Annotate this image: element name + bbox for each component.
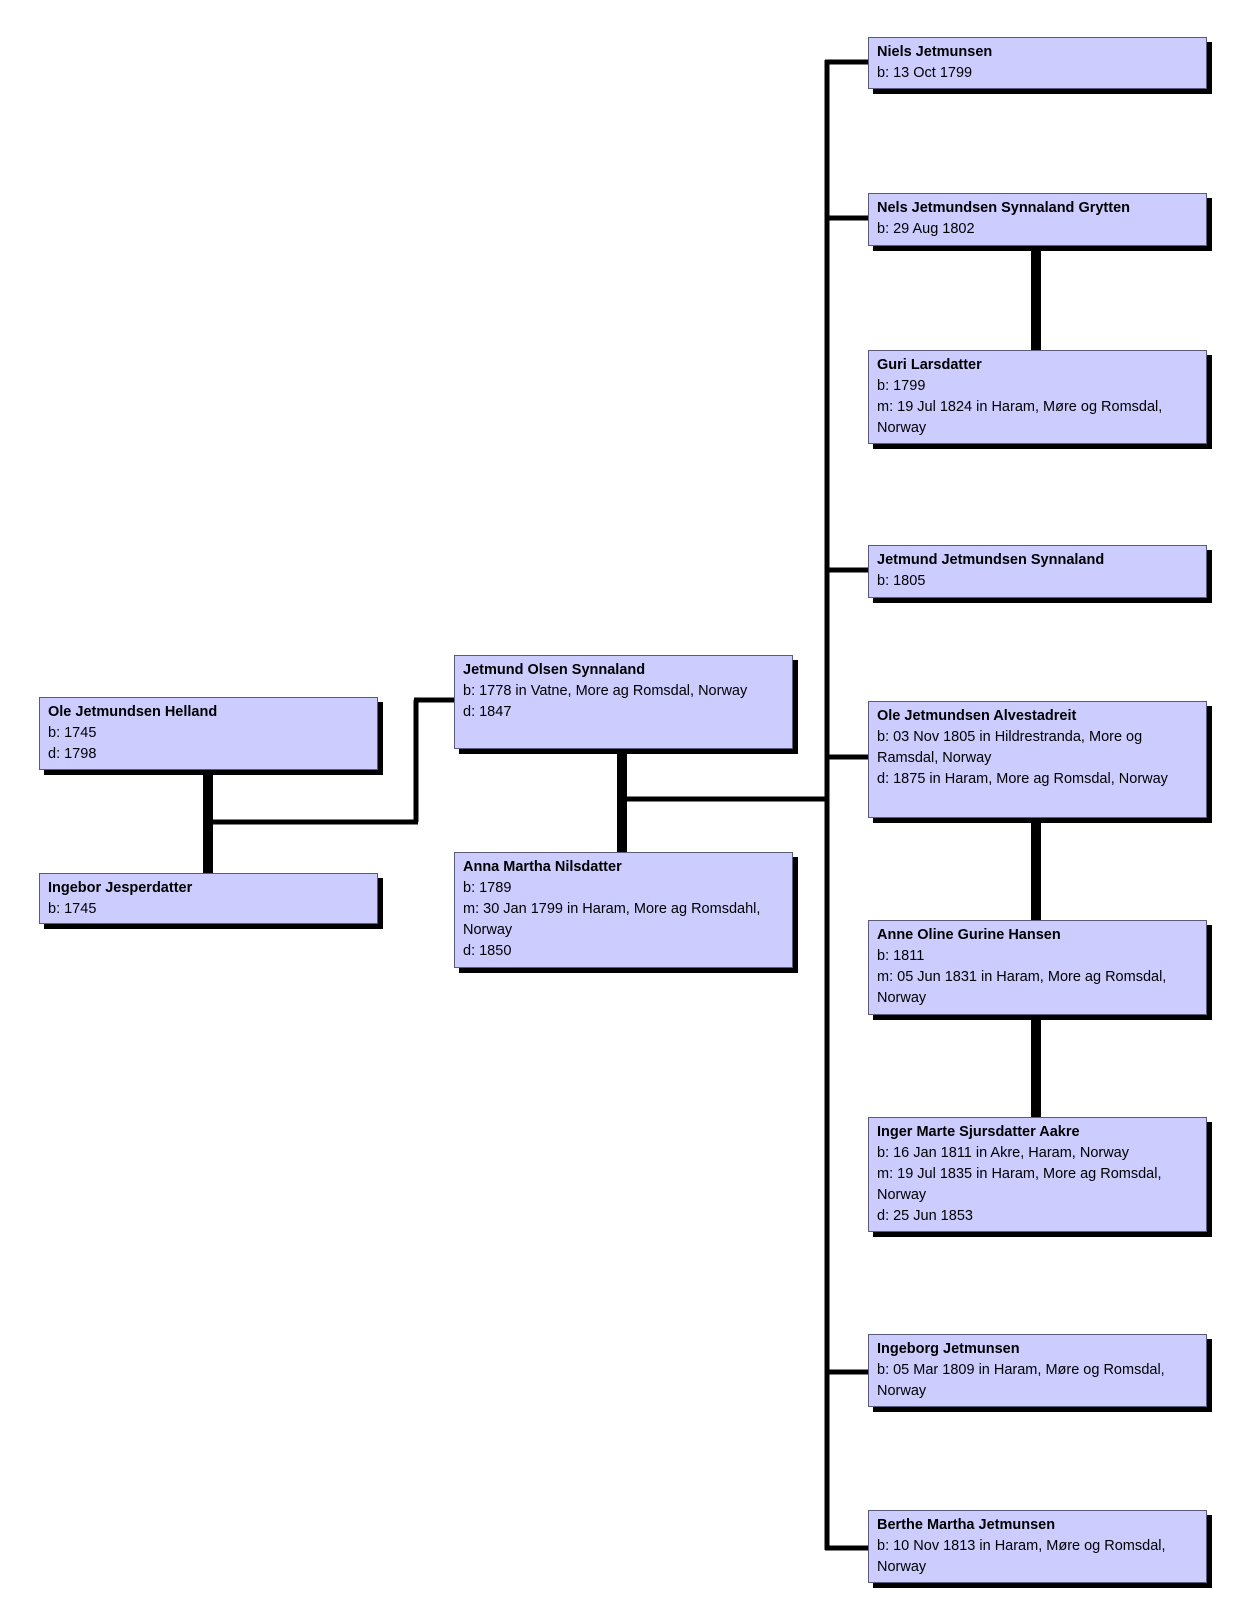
person-box-anna-martha-nilsdatter[interactable]: Anna Martha Nilsdatter b: 1789 m: 30 Jan… xyxy=(454,852,793,968)
person-name: Niels Jetmunsen xyxy=(877,44,993,60)
person-name: Ole Jetmundsen Alvestadreit xyxy=(877,708,1077,724)
person-name: Ingeborg Jetmunsen xyxy=(877,1341,1020,1357)
person-name: Inger Marte Sjursdatter Aakre xyxy=(877,1124,1080,1140)
person-marriage: m: 19 Jul 1824 in Haram, Møre og Romsdal… xyxy=(877,399,1163,436)
person-name: Jetmund Olsen Synnaland xyxy=(463,662,646,678)
person-box-berthe-martha-jetmunsen[interactable]: Berthe Martha Jetmunsen b: 10 Nov 1813 i… xyxy=(868,1510,1207,1583)
person-box-ingebor-jesperdatter[interactable]: Ingebor Jesperdatter b: 1745 xyxy=(39,873,378,924)
person-birth: b: 1745 xyxy=(48,901,97,917)
person-box-ole-jetmundsen-alvestadreit[interactable]: Ole Jetmundsen Alvestadreit b: 03 Nov 18… xyxy=(868,701,1207,818)
person-birth: b: 13 Oct 1799 xyxy=(877,65,973,81)
person-marriage: m: 30 Jan 1799 in Haram, More ag Romsdah… xyxy=(463,901,761,938)
person-birth: b: 16 Jan 1811 in Akre, Haram, Norway xyxy=(877,1145,1129,1161)
person-death: d: 25 Jun 1853 xyxy=(877,1208,973,1224)
person-box-nels-jetmundsen-synnaland-grytten[interactable]: Nels Jetmundsen Synnaland Grytten b: 29 … xyxy=(868,193,1207,246)
person-birth: b: 1745 xyxy=(48,725,97,741)
person-box-inger-marte-sjursdatter-aakre[interactable]: Inger Marte Sjursdatter Aakre b: 16 Jan … xyxy=(868,1117,1207,1232)
person-marriage: m: 05 Jun 1831 in Haram, More ag Romsdal… xyxy=(877,969,1167,1006)
person-name: Ingebor Jesperdatter xyxy=(48,880,193,896)
person-birth: b: 1789 xyxy=(463,880,512,896)
person-box-guri-larsdatter[interactable]: Guri Larsdatter b: 1799 m: 19 Jul 1824 i… xyxy=(868,350,1207,444)
person-birth: b: 29 Aug 1802 xyxy=(877,221,975,237)
person-birth: b: 03 Nov 1805 in Hildrestranda, More og… xyxy=(877,729,1143,766)
person-box-ole-jetmundsen-helland[interactable]: Ole Jetmundsen Helland b: 1745 d: 1798 xyxy=(39,697,378,770)
person-name: Jetmund Jetmundsen Synnaland xyxy=(877,552,1105,568)
person-birth: b: 1811 xyxy=(877,948,925,964)
person-birth: b: 1805 xyxy=(877,573,926,589)
person-box-jetmund-olsen-synnaland[interactable]: Jetmund Olsen Synnaland b: 1778 in Vatne… xyxy=(454,655,793,749)
person-name: Berthe Martha Jetmunsen xyxy=(877,1517,1056,1533)
person-box-niels-jetmunsen[interactable]: Niels Jetmunsen b: 13 Oct 1799 xyxy=(868,37,1207,89)
person-marriage: m: 19 Jul 1835 in Haram, More ag Romsdal… xyxy=(877,1166,1162,1203)
person-birth: b: 10 Nov 1813 in Haram, Møre og Romsdal… xyxy=(877,1538,1166,1575)
person-birth: b: 05 Mar 1809 in Haram, Møre og Romsdal… xyxy=(877,1362,1165,1399)
person-name: Guri Larsdatter xyxy=(877,357,982,373)
person-death: d: 1847 xyxy=(463,704,512,720)
person-box-anne-oline-gurine-hansen[interactable]: Anne Oline Gurine Hansen b: 1811 m: 05 J… xyxy=(868,920,1207,1015)
person-box-ingeborg-jetmunsen[interactable]: Ingeborg Jetmunsen b: 05 Mar 1809 in Har… xyxy=(868,1334,1207,1407)
person-box-jetmund-jetmundsen-synnaland[interactable]: Jetmund Jetmundsen Synnaland b: 1805 xyxy=(868,545,1207,598)
person-name: Nels Jetmundsen Synnaland Grytten xyxy=(877,200,1131,216)
person-birth: b: 1778 in Vatne, More ag Romsdal, Norwa… xyxy=(463,683,748,699)
person-death: d: 1798 xyxy=(48,746,97,762)
person-name: Anne Oline Gurine Hansen xyxy=(877,927,1061,943)
person-name: Anna Martha Nilsdatter xyxy=(463,859,622,875)
person-birth: b: 1799 xyxy=(877,378,926,394)
person-name: Ole Jetmundsen Helland xyxy=(48,704,218,720)
person-death: d: 1875 in Haram, More ag Romsdal, Norwa… xyxy=(877,771,1168,787)
person-death: d: 1850 xyxy=(463,943,512,959)
